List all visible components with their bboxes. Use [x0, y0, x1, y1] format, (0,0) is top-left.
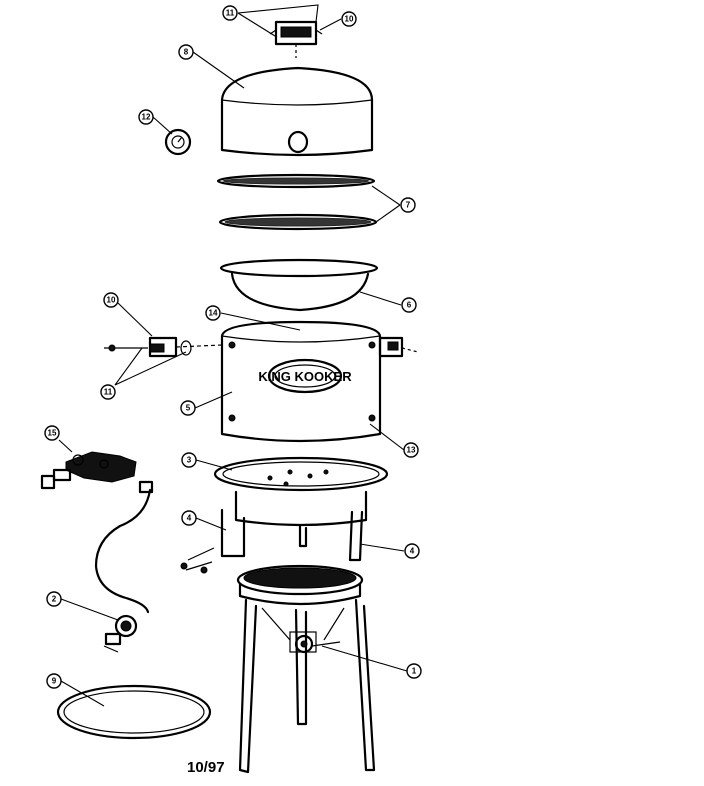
gas-valve-assembly: [40, 451, 137, 490]
svg-text:11: 11: [226, 9, 235, 18]
charcoal-pan: [213, 456, 389, 492]
svg-text:6: 6: [407, 301, 412, 310]
thermometer-gauge: [164, 128, 192, 156]
date-code-label: 10/97: [187, 759, 225, 776]
callout-10-side: 10: [103, 292, 119, 308]
svg-text:8: 8: [184, 48, 189, 57]
drip-pan: [56, 684, 212, 740]
callout-8-top: 8: [178, 44, 194, 60]
callout-1: 1: [406, 663, 422, 679]
callout-5: 5: [180, 400, 196, 416]
svg-text:5: 5: [186, 404, 191, 413]
cooking-rack-upper: [216, 173, 376, 189]
svg-text:10: 10: [107, 296, 116, 305]
callout-14: 14: [205, 305, 221, 321]
svg-text:4: 4: [187, 514, 192, 523]
svg-text:2: 2: [52, 595, 57, 604]
svg-text:13: 13: [407, 446, 416, 455]
svg-text:1: 1: [412, 667, 417, 676]
callout-4-right: 4: [404, 543, 420, 559]
callout-11-top: 11: [222, 5, 238, 21]
regulator: [103, 614, 138, 653]
svg-text:15: 15: [48, 429, 57, 438]
callout-10-top: 10: [341, 11, 357, 27]
callout-3: 3: [181, 452, 197, 468]
callout-7: 7: [400, 197, 416, 213]
svg-text:4: 4: [410, 547, 415, 556]
callout-11-side: 11: [100, 384, 116, 400]
leader-lines: [58, 4, 408, 707]
lid-handle: [269, 20, 323, 58]
gas-hose: [94, 480, 154, 614]
svg-text:14: 14: [209, 309, 218, 318]
callout-2: 2: [46, 591, 62, 607]
smoker-body: KING KOOKER: [220, 320, 382, 443]
callout-4-left: 4: [181, 510, 197, 526]
callout-13: 13: [403, 442, 419, 458]
water-pan: [219, 258, 379, 312]
burner-stand: [236, 564, 376, 774]
side-handle-right: [378, 336, 419, 358]
svg-text:7: 7: [406, 201, 411, 210]
callout-6: 6: [401, 297, 417, 313]
cooking-rack-lower: [218, 213, 378, 231]
brand-logo-text: KING KOOKER: [258, 369, 352, 384]
side-handle-left: [104, 336, 223, 358]
callout-15: 15: [44, 425, 60, 441]
svg-text:11: 11: [104, 388, 113, 397]
svg-text:3: 3: [187, 456, 192, 465]
callout-9: 9: [46, 673, 62, 689]
stand-frame: [180, 490, 368, 574]
svg-text:9: 9: [52, 677, 57, 686]
callout-12: 12: [138, 109, 154, 125]
lid-dome: [220, 66, 374, 157]
svg-text:10: 10: [345, 15, 354, 24]
svg-text:12: 12: [142, 113, 151, 122]
